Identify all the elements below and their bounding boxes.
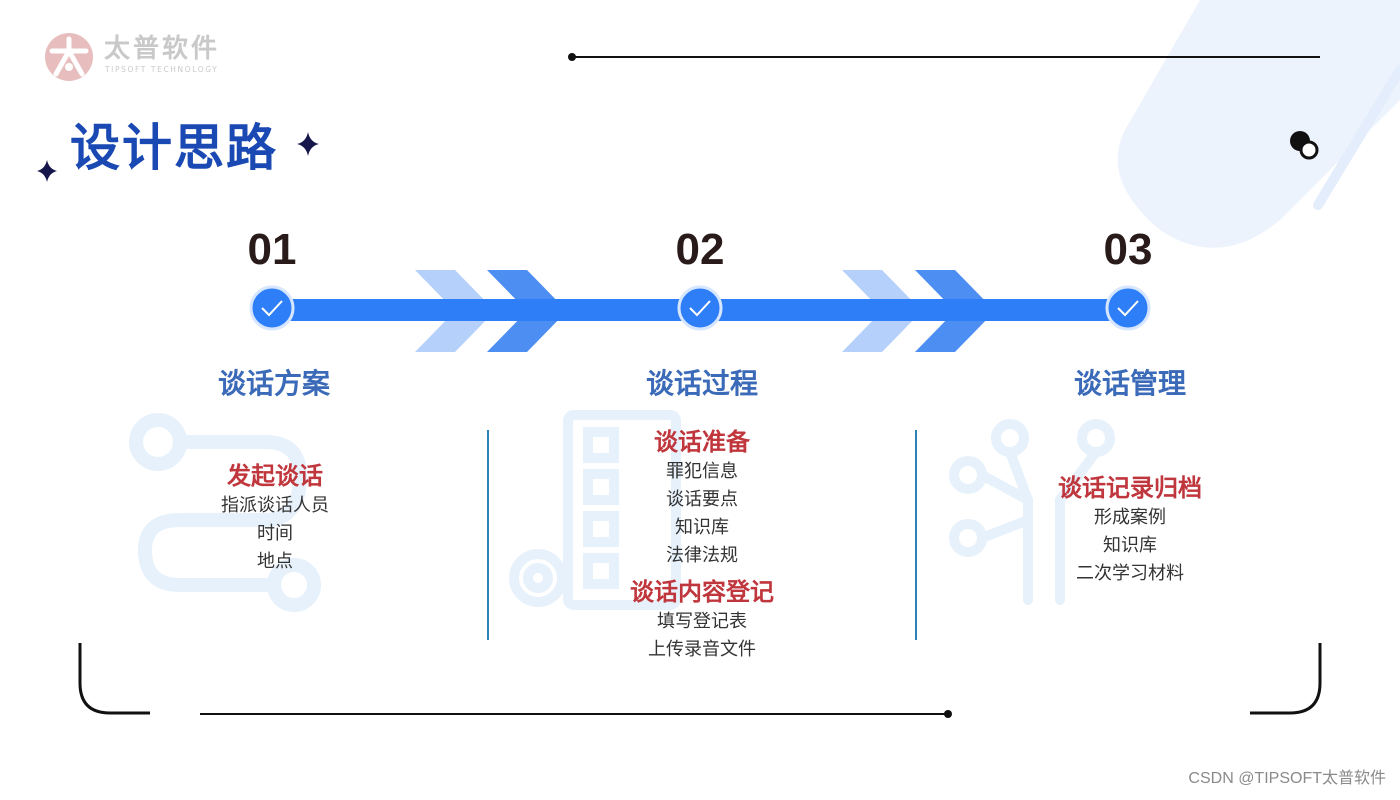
watermark-text: CSDN @TIPSOFT太普软件 — [1188, 770, 1386, 787]
list-item: 指派谈话人员 — [221, 495, 329, 516]
connector-line-icon — [129, 413, 321, 612]
corner-band-shape — [1117, 0, 1400, 248]
check-circle-icon — [677, 285, 723, 331]
list-item: 形成案例 — [1094, 507, 1166, 528]
check-circle-icon — [1105, 285, 1151, 331]
section-heading: 谈话记录归档 — [1058, 474, 1202, 502]
top-divider-line — [568, 53, 1320, 61]
step-title: 谈话过程 — [645, 367, 758, 400]
list-item: 谈话要点 — [666, 489, 738, 510]
list-item: 上传录音文件 — [648, 639, 756, 660]
step-1-details: 发起谈话 指派谈话人员 时间 地点 — [145, 460, 405, 576]
brand-name: 太普软件 — [104, 34, 221, 64]
brand-logo-icon — [45, 33, 93, 81]
list-item: 法律法规 — [666, 545, 738, 566]
step-number: 01 — [247, 225, 297, 274]
list-item: 地点 — [257, 551, 293, 572]
list-item: 知识库 — [1103, 535, 1157, 556]
section-heading: 谈话准备 — [654, 428, 750, 456]
sparkle-icon — [37, 160, 57, 182]
section-heading: 谈话内容登记 — [630, 578, 774, 606]
list-item: 二次学习材料 — [1076, 563, 1184, 584]
brand-tagline: TIPSOFT TECHNOLOGY — [105, 65, 219, 74]
step-2-details: 谈话准备 罪犯信息 谈话要点 知识库 法律法规 谈话内容登记 填写登记表 上传录… — [572, 426, 832, 664]
bottom-frame — [78, 643, 1322, 715]
checklist-gear-icon — [509, 410, 681, 610]
page-title: 设计思路 — [70, 119, 278, 177]
network-nodes-icon — [949, 419, 1115, 605]
dots-icon — [1290, 131, 1319, 160]
step-number: 02 — [675, 225, 725, 274]
step-3-details: 谈话记录归档 形成案例 知识库 二次学习材料 — [1000, 472, 1260, 588]
check-circle-icon — [249, 285, 295, 331]
step-title: 谈话方案 — [217, 367, 330, 400]
list-item: 罪犯信息 — [666, 461, 738, 482]
bottom-divider-line — [200, 710, 952, 718]
list-item: 知识库 — [675, 517, 729, 538]
list-item: 时间 — [257, 523, 293, 544]
step-title: 谈话管理 — [1073, 367, 1186, 400]
sparkle-icon — [297, 132, 319, 156]
list-item: 填写登记表 — [657, 611, 747, 632]
section-heading: 发起谈话 — [227, 462, 323, 490]
step-number: 03 — [1103, 225, 1153, 274]
